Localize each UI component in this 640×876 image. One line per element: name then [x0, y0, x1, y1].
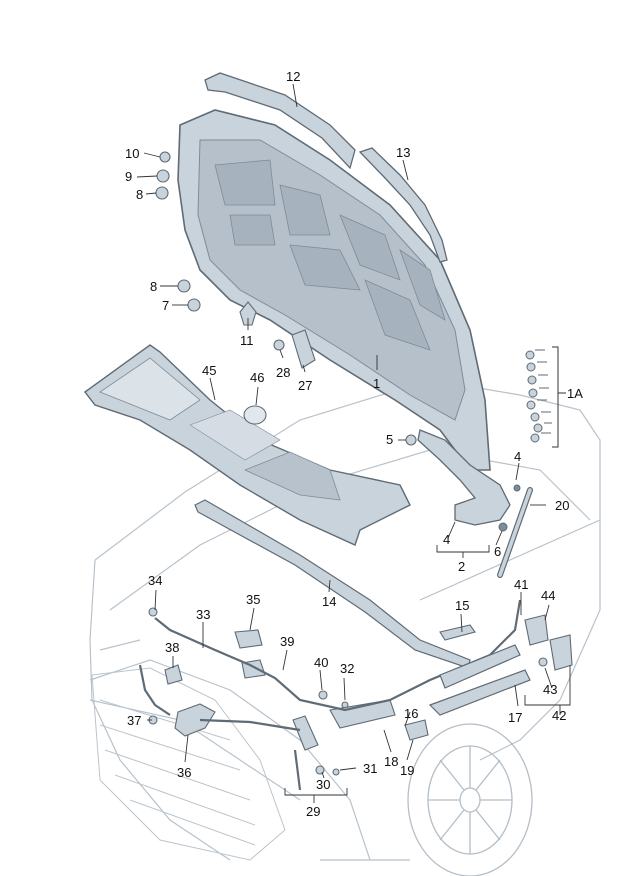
seal-strip-13: [358, 147, 448, 263]
callout-1A: 1A: [567, 386, 583, 401]
bonnet: [177, 109, 491, 471]
callout-2: 2: [458, 559, 465, 574]
callout-19: 19: [400, 763, 414, 778]
callout-28: 28: [276, 365, 290, 380]
callout-34: 34: [148, 573, 162, 588]
release-cables: [138, 599, 522, 791]
callout-16: 16: [404, 706, 418, 721]
callout-45: 45: [202, 363, 216, 378]
callout-27: 27: [298, 378, 312, 393]
callout-31: 31: [363, 761, 377, 776]
callout-10: 10: [125, 146, 139, 161]
callout-4a: 4: [514, 449, 521, 464]
callout-8a: 8: [150, 279, 157, 294]
callout-20: 20: [555, 498, 569, 513]
front-wheel: [407, 723, 533, 876]
callout-29: 29: [306, 804, 320, 819]
bolt-set: [525, 349, 552, 443]
callout-32: 32: [340, 661, 354, 676]
callout-13: 13: [396, 145, 410, 160]
callout-41: 41: [514, 577, 528, 592]
callout-8b: 8: [136, 187, 143, 202]
callout-43: 43: [543, 682, 557, 697]
fasteners: [148, 151, 573, 776]
bracket-1a: [552, 346, 566, 448]
callout-5: 5: [386, 432, 393, 447]
scuttle-panel: [84, 344, 411, 546]
leader-lines: [136, 83, 571, 803]
callout-35: 35: [246, 592, 260, 607]
callout-38: 38: [165, 640, 179, 655]
callout-46: 46: [250, 370, 264, 385]
callout-37: 37: [127, 713, 141, 728]
callout-9: 9: [125, 169, 132, 184]
callout-36: 36: [177, 765, 191, 780]
callout-40: 40: [314, 655, 328, 670]
seal-strip-12: [204, 72, 356, 170]
front-grille: [91, 667, 286, 861]
callout-42: 42: [552, 708, 566, 723]
callout-33: 33: [196, 607, 210, 622]
callout-1: 1: [373, 376, 380, 391]
callout-12: 12: [286, 69, 300, 84]
seal-strips-lower: [428, 644, 531, 716]
callout-17: 17: [508, 710, 522, 725]
callout-labels: 1 2 4 4 5 6 7 8 8 9 10 11 12 13 14 15 16…: [125, 69, 583, 819]
gas-strut: [497, 487, 533, 578]
hinge-assembly: [417, 429, 521, 532]
callout-44: 44: [541, 588, 555, 603]
callout-4b: 4: [443, 532, 450, 547]
callout-15: 15: [455, 598, 469, 613]
callout-7: 7: [162, 298, 169, 313]
callout-11: 11: [240, 333, 254, 348]
callout-30: 30: [316, 777, 330, 792]
callout-6: 6: [494, 544, 501, 559]
car-body-outline: [89, 379, 601, 861]
callout-39: 39: [280, 634, 294, 649]
callout-14: 14: [322, 594, 336, 609]
callout-18: 18: [384, 754, 398, 769]
